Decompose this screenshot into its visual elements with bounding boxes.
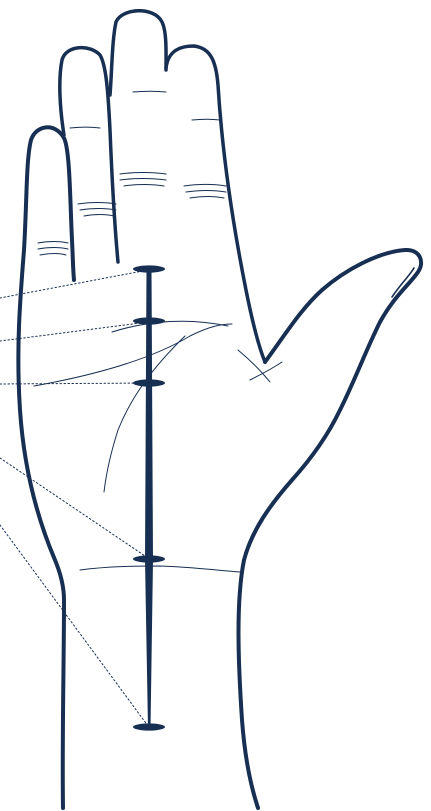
- crease-index-finger-upper: [192, 119, 220, 120]
- crease-ring-finger-upper: [70, 127, 100, 128]
- crease-index-finger-lower: [184, 185, 226, 199]
- leader-line-3: [0, 383, 148, 384]
- index-finger-outline: [166, 46, 265, 362]
- hand-outline: [18, 11, 421, 808]
- leader-lines: [0, 270, 148, 726]
- hand-left-contour: [18, 127, 74, 808]
- crease-little-finger: [38, 242, 68, 256]
- crease-middle-finger-upper: [133, 91, 166, 92]
- crease-ring-finger-lower: [78, 203, 116, 217]
- thumb-crease: [238, 350, 282, 382]
- axis-marker-3: [133, 379, 165, 386]
- palm-life-line: [104, 336, 185, 492]
- palm-heart-line: [112, 321, 228, 332]
- leader-line-4: [0, 458, 148, 558]
- crease-middle-finger-lower: [120, 173, 166, 187]
- middle-finger-outline: [110, 11, 166, 95]
- axis-marker-5: [133, 723, 165, 730]
- thumb-outline: [239, 250, 422, 808]
- axis-marker-4: [133, 555, 165, 562]
- axis-marker-2: [133, 317, 165, 324]
- wrist-crease: [80, 566, 240, 572]
- leader-line-5: [0, 525, 148, 726]
- measurement-axis: [133, 265, 165, 730]
- axis-line: [145, 270, 153, 728]
- leader-line-2: [0, 322, 148, 341]
- axis-marker-1: [133, 265, 165, 272]
